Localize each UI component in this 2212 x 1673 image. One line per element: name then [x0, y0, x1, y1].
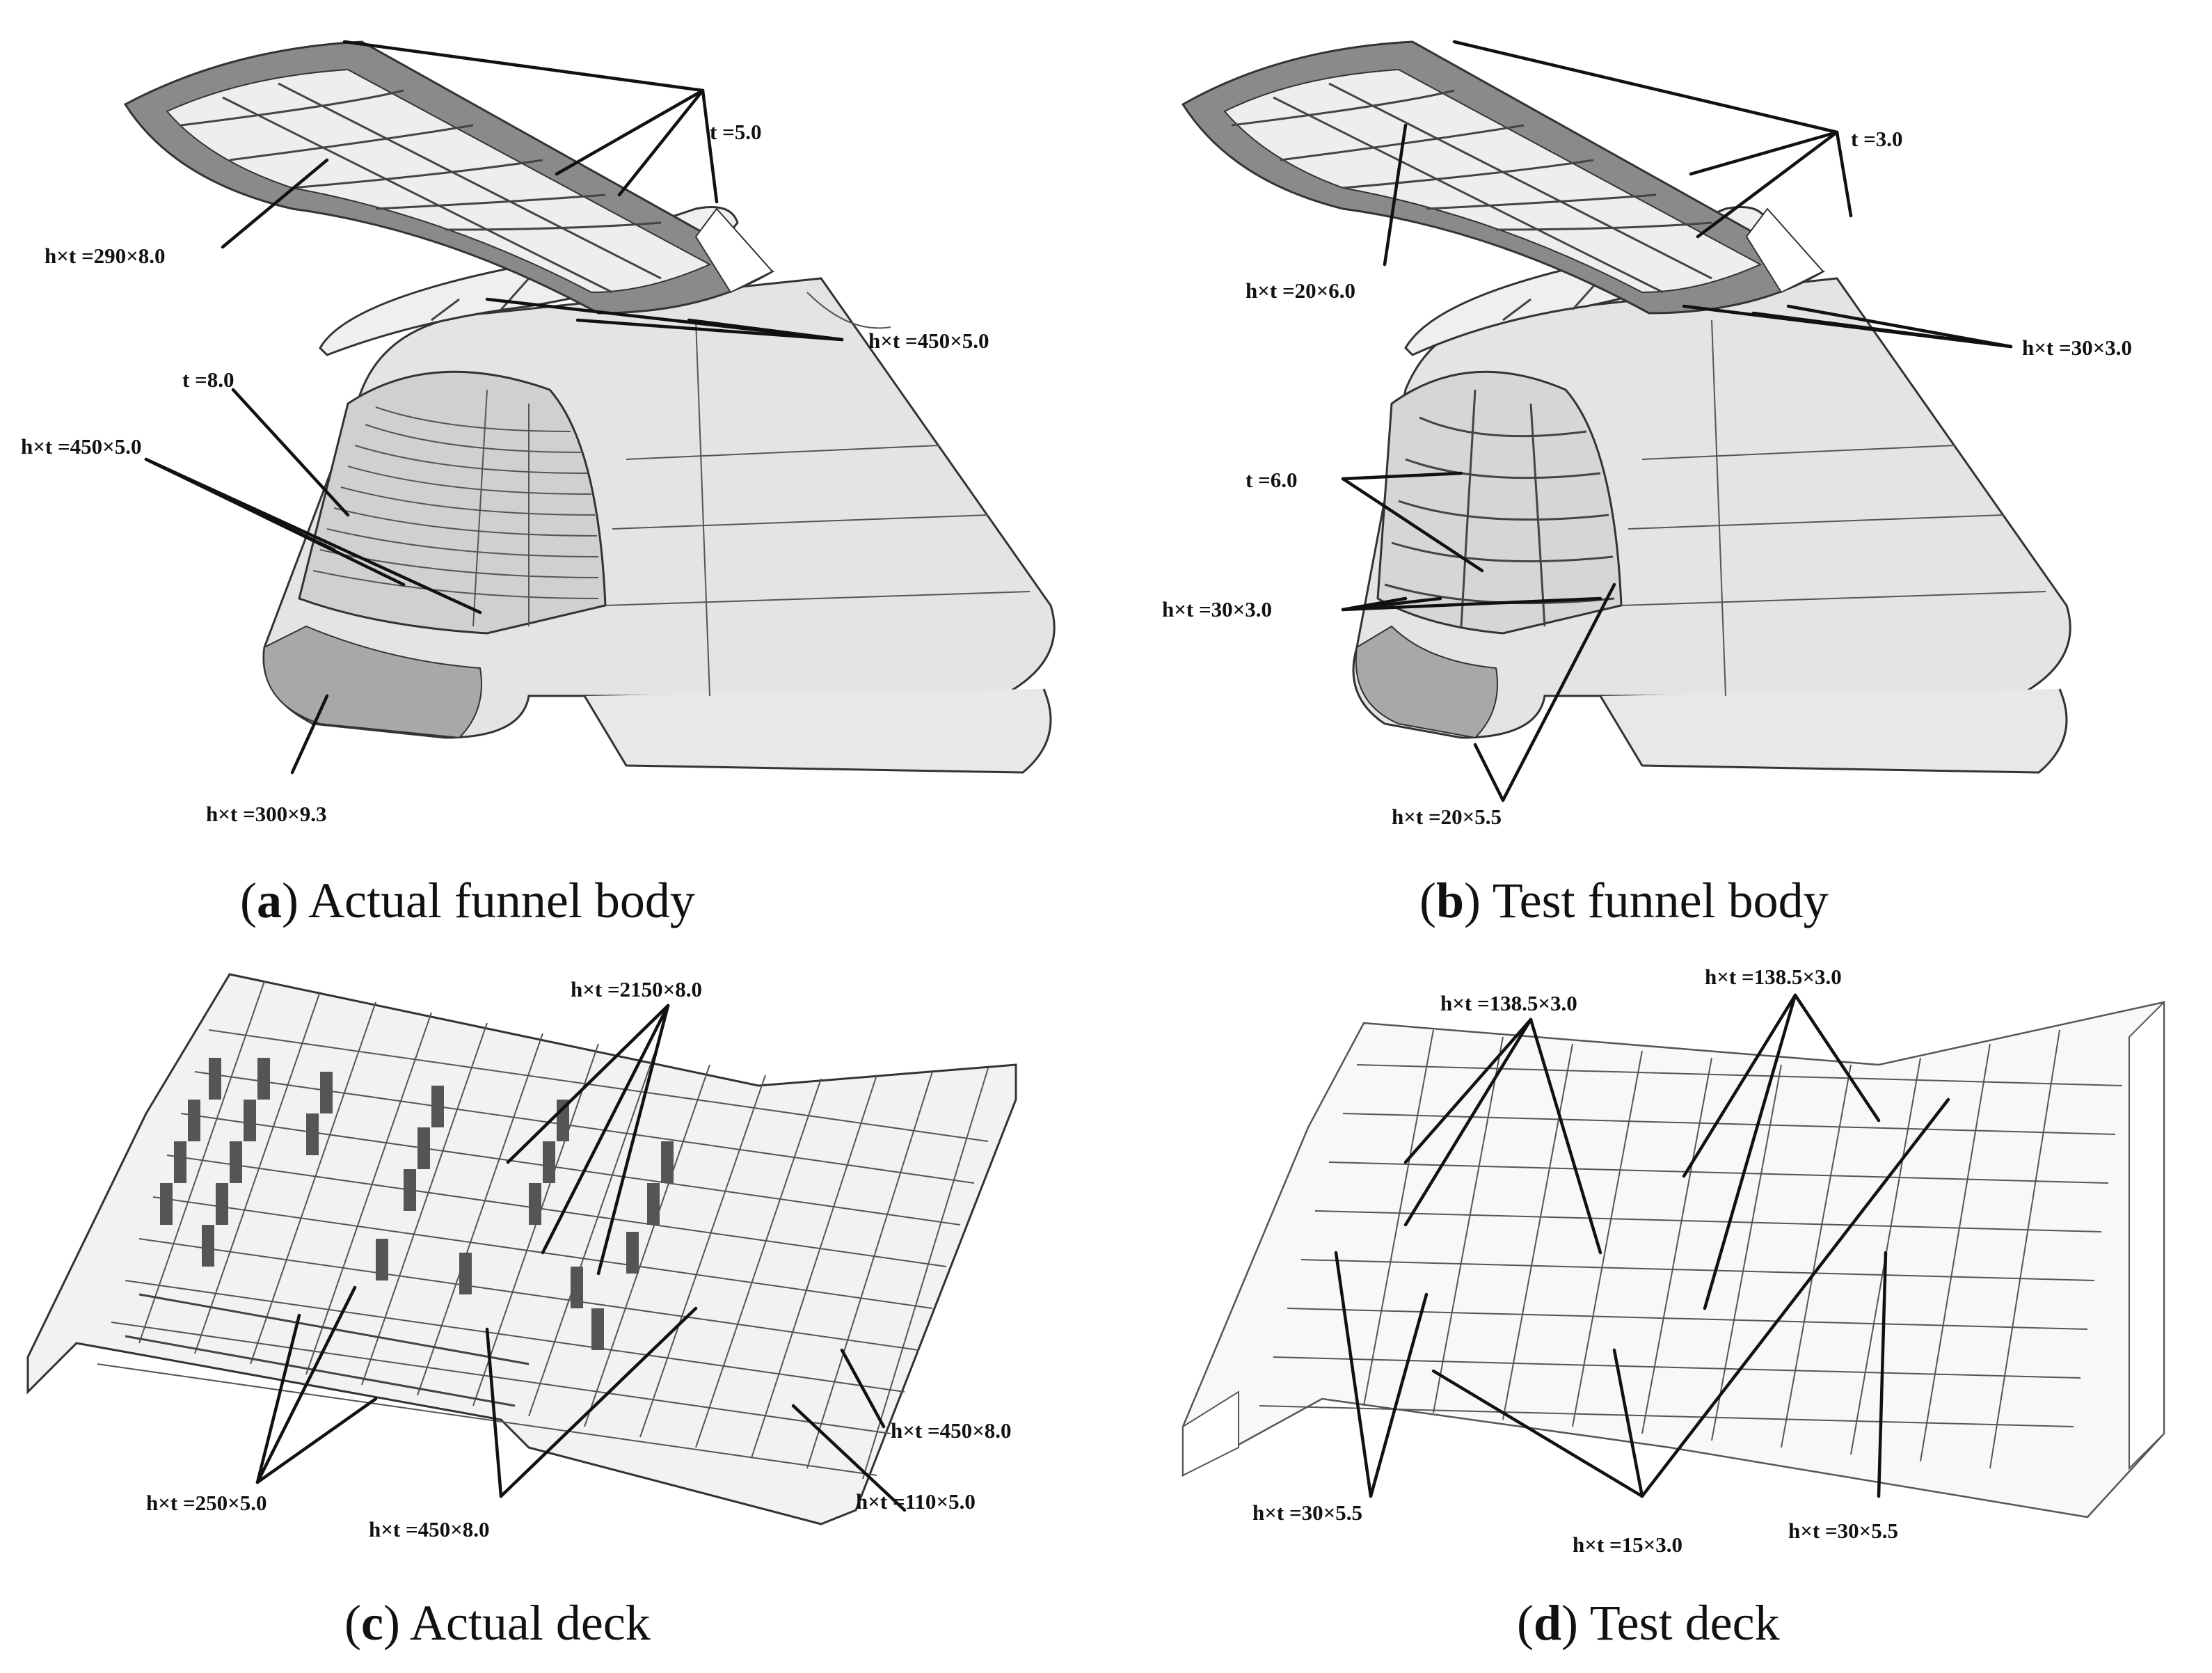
label-plate-thickness: t =8.0 [182, 367, 234, 392]
panel-d-test-deck: h×t =138.5×3.0 h×t =138.5×3.0 h×t =30×5.… [1181, 965, 2165, 1651]
panel-a-labels: t =5.0 h×t =290×8.0 h×t =450×5.0 t =8.0 … [21, 120, 989, 826]
panel-b-labels: t =3.0 h×t =20×6.0 h×t =30×3.0 t =6.0 h×… [1162, 127, 2132, 829]
label-stiffener: h×t =30×5.5 [1788, 1519, 1898, 1543]
label-stiffener: h×t =290×8.0 [45, 244, 166, 268]
label-girder: h×t =2150×8.0 [571, 977, 702, 1001]
label-girder: h×t =450×8.0 [891, 1418, 1012, 1443]
panel-b-test-funnel-body: t =3.0 h×t =20×6.0 h×t =30×3.0 t =6.0 h×… [1162, 40, 2132, 928]
panel-c-leaders [255, 1004, 907, 1512]
caption-text: Actual funnel body [308, 873, 695, 928]
label-plate-thickness: t =6.0 [1246, 468, 1298, 492]
caption-b: (b) Test funnel body [1419, 873, 1829, 928]
caption-c: (c) Actual deck [344, 1595, 651, 1651]
panel-a-actual-funnel-body: t =5.0 h×t =290×8.0 h×t =450×5.0 t =8.0 … [21, 40, 1056, 928]
label-girder: h×t =450×8.0 [369, 1517, 490, 1541]
caption-text: Test deck [1590, 1595, 1780, 1651]
panel-b-leaders [1341, 40, 2013, 802]
panel-c-illustration [26, 973, 1017, 1525]
label-stiffener: h×t =250×5.0 [146, 1491, 267, 1515]
label-stiffener: h×t =450×5.0 [21, 434, 142, 459]
label-girder: h×t =450×5.0 [868, 328, 989, 353]
label-girder: h×t =138.5×3.0 [1705, 965, 1842, 989]
label-stiffener: h×t =20×6.0 [1246, 278, 1355, 303]
label-girder: h×t =20×5.5 [1392, 804, 1502, 829]
caption-letter: b [1436, 873, 1464, 928]
panel-c-labels: h×t =2150×8.0 h×t =450×8.0 h×t =250×5.0 … [146, 977, 1012, 1541]
label-girder: h×t =300×9.3 [206, 802, 327, 826]
label-stiffener: h×t =30×3.0 [1162, 597, 1272, 621]
caption-d: (d) Test deck [1517, 1595, 1780, 1651]
caption-text: Test funnel body [1493, 873, 1829, 928]
panel-b-illustration [1181, 40, 2071, 774]
panel-d-illustration [1181, 1000, 2165, 1519]
caption-letter: d [1534, 1595, 1561, 1651]
caption-letter: a [257, 873, 282, 928]
label-girder: h×t =30×3.0 [2022, 335, 2132, 360]
label-stiffener: h×t =30×5.5 [1252, 1500, 1362, 1525]
label-stiffener: h×t =15×3.0 [1573, 1532, 1682, 1557]
caption-letter: c [361, 1595, 383, 1651]
panel-d-labels: h×t =138.5×3.0 h×t =138.5×3.0 h×t =30×5.… [1252, 965, 1898, 1557]
panel-a-illustration [123, 40, 1056, 774]
label-plate-thickness: t =3.0 [1851, 127, 1903, 151]
caption-a: (a) Actual funnel body [240, 873, 695, 928]
label-stiffener: h×t =110×5.0 [856, 1489, 976, 1514]
panel-d-leaders [1334, 993, 1950, 1498]
caption-text: Actual deck [410, 1595, 651, 1651]
label-plate-thickness: t =5.0 [710, 120, 762, 144]
panel-a-leaders [144, 40, 844, 775]
panel-c-actual-deck: h×t =2150×8.0 h×t =450×8.0 h×t =250×5.0 … [26, 973, 1017, 1651]
label-girder: h×t =138.5×3.0 [1440, 991, 1577, 1015]
